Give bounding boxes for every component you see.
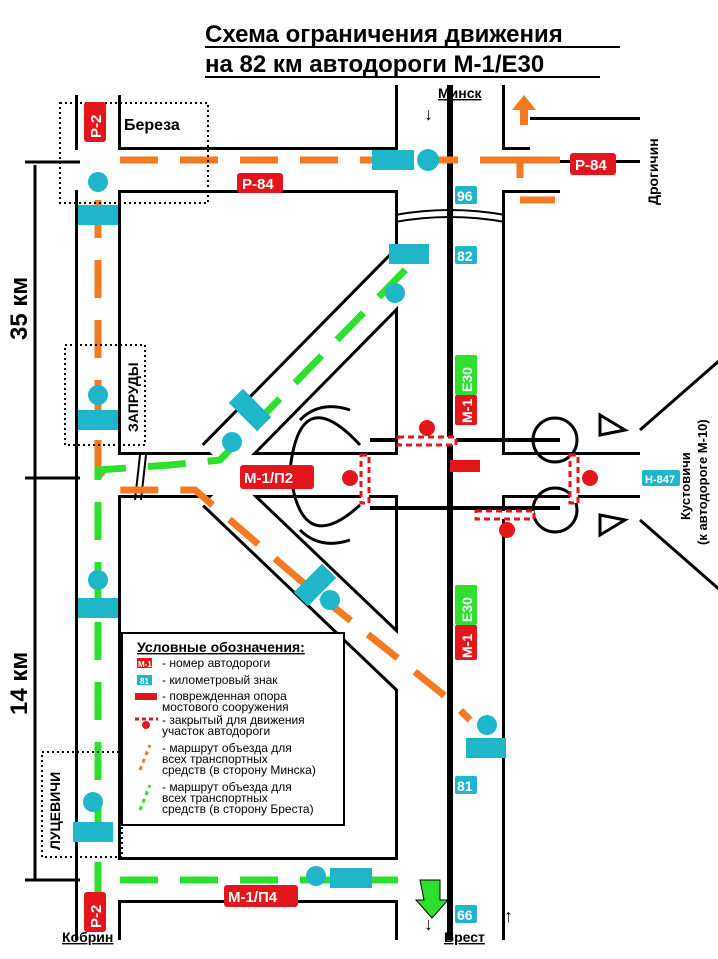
road-n847: Н-847	[645, 474, 675, 486]
legend-item: средств (в сторону Бреста)	[162, 802, 314, 816]
km-signs: 96 82 81 66	[455, 186, 477, 923]
place-kustovichi: Кустовичи	[678, 452, 693, 520]
legend-item: - маршрут объезда для	[162, 780, 292, 794]
legend-title: Условные обозначения:	[137, 639, 305, 655]
title-line-1: Схема ограничения движения	[205, 21, 563, 48]
km-81: 81	[457, 778, 473, 794]
svg-text:↑: ↑	[504, 906, 513, 926]
distance-upper: 35 км	[6, 277, 33, 340]
km-82: 82	[457, 248, 473, 264]
place-brest: Брест	[444, 929, 485, 945]
legend-item: участок автодороги	[162, 724, 270, 738]
legend-item: - километровый знак	[162, 673, 278, 687]
legend-item: - закрытый для движения	[162, 713, 305, 727]
road-e30-upper: E30	[459, 367, 475, 392]
legend-item: средств (в сторону Минска)	[162, 763, 316, 777]
svg-text:М-1: М-1	[138, 660, 152, 669]
place-bereza: Береза	[124, 117, 180, 134]
place-drogichin: Дрогичин	[645, 138, 661, 205]
closed-sections	[342, 420, 598, 538]
svg-text:↓: ↓	[424, 914, 433, 934]
legend-item: - маршрут объезда для	[162, 741, 292, 755]
km-96: 96	[457, 188, 473, 204]
svg-text:↓: ↓	[424, 104, 433, 124]
detour-green	[94, 262, 413, 900]
road-m1-p4: М-1/П4	[228, 889, 278, 906]
truck-restriction-signs	[73, 149, 506, 888]
road-e30-lower: E30	[459, 597, 475, 622]
road-r2-bottom: Р-2	[88, 905, 105, 928]
road-r84-left: Р-84	[242, 176, 274, 193]
road-plates: Р-2 Р-2 Р-84 Р-84 М-1/П2 М-1/П4 М-1 E30 …	[84, 102, 680, 932]
legend-item: всех транспортных	[162, 752, 268, 766]
road-m1-upper: М-1	[459, 399, 475, 423]
distance-lower: 14 км	[6, 652, 33, 715]
km-66: 66	[457, 907, 473, 923]
place-minsk: Минск	[438, 85, 483, 101]
title-line-2: на 82 км автодороги М-1/E30	[205, 51, 544, 78]
road-m1-p2: М-1/П2	[244, 470, 293, 487]
legend-item: всех транспортных	[162, 791, 268, 805]
road-r2-top: Р-2	[88, 115, 105, 138]
svg-text:81: 81	[140, 677, 149, 686]
place-kustovichi-note: (к автодороге М-10)	[695, 419, 710, 545]
legend-item: - поврежденная опора	[162, 689, 287, 703]
place-kobrin: Кобрин	[62, 929, 113, 945]
place-lucevichi: ЛУЦЕВИЧИ	[47, 772, 63, 850]
place-zaprudy: ЗАПРУДЫ	[125, 362, 141, 432]
legend: Условные обозначения: М-1 81 - номер авт…	[121, 632, 345, 826]
legend-item: - номер автодороги	[162, 656, 270, 670]
road-r84-right: Р-84	[575, 157, 607, 174]
damaged-support	[450, 460, 480, 472]
legend-item: мостового сооружения	[162, 700, 289, 714]
road-m1-lower: М-1	[459, 634, 475, 658]
